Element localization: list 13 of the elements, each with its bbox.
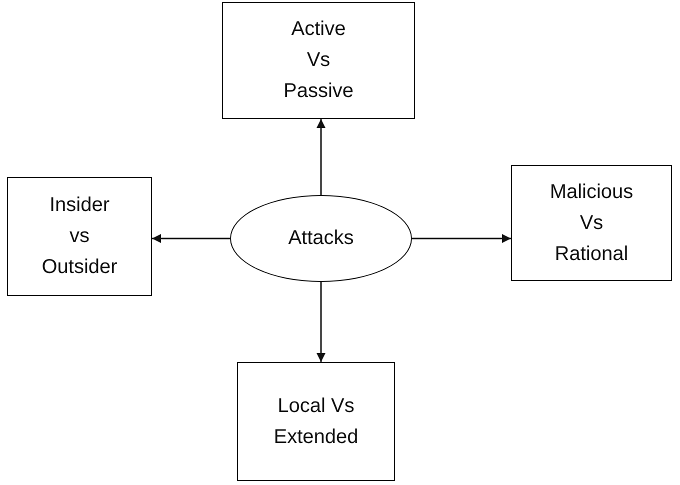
node-label: Local Vs Extended <box>274 394 358 450</box>
category-box <box>237 362 395 481</box>
arrow <box>316 119 326 195</box>
node-label: Malicious Vs Rational <box>550 180 634 266</box>
arrow <box>412 234 511 243</box>
node-label: Active Vs Passive <box>283 17 354 104</box>
category-box <box>222 2 415 119</box>
node-label: Attacks <box>288 226 354 251</box>
category-box <box>7 177 152 296</box>
arrow <box>152 234 230 243</box>
arrow <box>316 282 326 362</box>
node-label: Insider vs Outsider <box>42 193 118 280</box>
category-box <box>511 165 672 281</box>
